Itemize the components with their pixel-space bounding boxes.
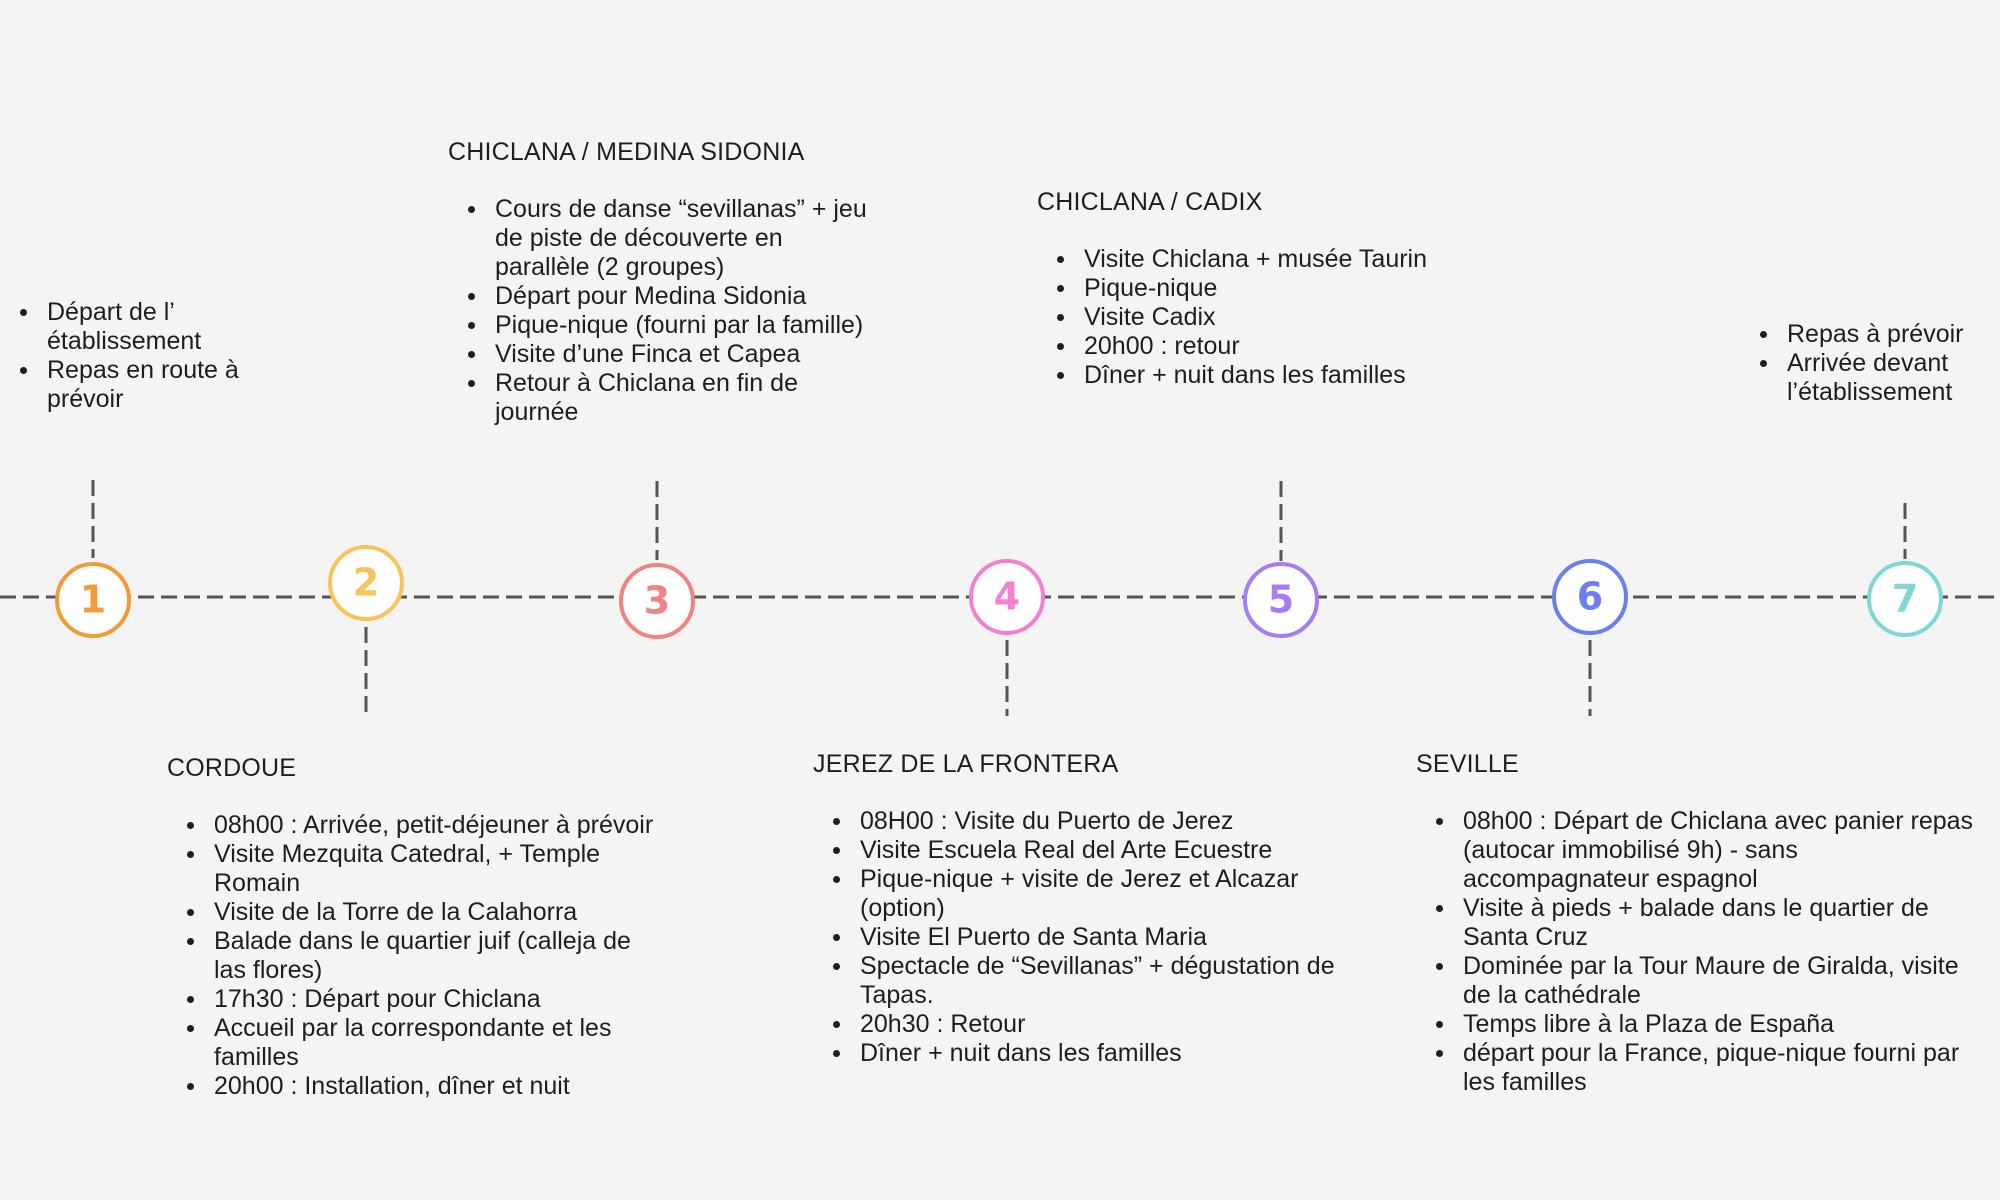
step-2-circle bbox=[328, 545, 404, 621]
step-5-title: CHICLANA / CADIX bbox=[1037, 188, 1263, 216]
step-7-item: Arrivée devant l’établissement bbox=[1760, 349, 1998, 407]
step-4-item: Pique-nique + visite de Jerez et Alcazar… bbox=[833, 865, 1373, 923]
step-4-list: 08H00 : Visite du Puerto de Jerez Visite… bbox=[813, 807, 1373, 1068]
step-6-item: départ pour la France, pique-nique fourn… bbox=[1436, 1039, 1986, 1097]
step-3-item: Retour à Chiclana en fin de journée bbox=[468, 369, 878, 427]
step-3-item: Visite d’une Finca et Capea bbox=[468, 340, 878, 369]
step-5-item: Visite Cadix bbox=[1057, 303, 1497, 332]
step-3-item: Cours de danse “sevillanas” + jeu de pis… bbox=[468, 195, 878, 282]
step-6-number: 6 bbox=[1577, 575, 1603, 619]
step-4-circle bbox=[969, 559, 1045, 635]
step-2-item: 08h00 : Arrivée, petit-déjeuner à prévoi… bbox=[187, 811, 662, 840]
step-6-title: SEVILLE bbox=[1416, 750, 1519, 778]
step-1-list: Départ de l’ établissement Repas en rout… bbox=[0, 298, 290, 414]
step-4-item: Visite El Puerto de Santa Maria bbox=[833, 923, 1373, 952]
step-4-title: JEREZ DE LA FRONTERA bbox=[813, 750, 1119, 778]
step-5-number: 5 bbox=[1268, 578, 1294, 622]
step-3-title: CHICLANA / MEDINA SIDONIA bbox=[448, 138, 805, 166]
step-6-item: Temps libre à la Plaza de España bbox=[1436, 1010, 1986, 1039]
step-3-item: Départ pour Medina Sidonia bbox=[468, 282, 878, 311]
step-5-item: Dîner + nuit dans les familles bbox=[1057, 361, 1497, 390]
step-5-item: Pique-nique bbox=[1057, 274, 1497, 303]
step-2-block: CORDOUE 08h00 : Arrivée, petit-déjeuner … bbox=[167, 754, 662, 1101]
step-6-item: Visite à pieds + balade dans le quartier… bbox=[1436, 894, 1986, 952]
step-2-item: Visite Mezquita Catedral, + Temple Romai… bbox=[187, 840, 662, 898]
step-5-block: CHICLANA / CADIX Visite Chiclana + musée… bbox=[1037, 188, 1497, 390]
step-5-circle bbox=[1243, 562, 1319, 638]
step-2-item: 17h30 : Départ pour Chiclana bbox=[187, 985, 662, 1014]
step-6-item: Dominée par la Tour Maure de Giralda, vi… bbox=[1436, 952, 1986, 1010]
step-5-item: 20h00 : retour bbox=[1057, 332, 1497, 361]
step-2-list: 08h00 : Arrivée, petit-déjeuner à prévoi… bbox=[167, 811, 662, 1101]
step-4-block: JEREZ DE LA FRONTERA 08H00 : Visite du P… bbox=[813, 750, 1373, 1068]
step-4-item: Visite Escuela Real del Arte Ecuestre bbox=[833, 836, 1373, 865]
step-2-item: Balade dans le quartier juif (calleja de… bbox=[187, 927, 662, 985]
step-3-number: 3 bbox=[644, 579, 670, 623]
step-1-item: Départ de l’ établissement bbox=[20, 298, 290, 356]
step-5-item: Visite Chiclana + musée Taurin bbox=[1057, 245, 1497, 274]
step-6-circle bbox=[1552, 559, 1628, 635]
step-2-number: 2 bbox=[353, 561, 379, 605]
step-3-item: Pique-nique (fourni par la famille) bbox=[468, 311, 878, 340]
step-4-item: Dîner + nuit dans les familles bbox=[833, 1039, 1373, 1068]
step-4-item: Spectacle de “Sevillanas” + dégustation … bbox=[833, 952, 1373, 1010]
step-7-block: Repas à prévoir Arrivée devant l’établis… bbox=[1740, 320, 1998, 407]
step-6-item: 08h00 : Départ de Chiclana avec panier r… bbox=[1436, 807, 1986, 894]
step-7-list: Repas à prévoir Arrivée devant l’établis… bbox=[1740, 320, 1998, 407]
step-2-item: 20h00 : Installation, dîner et nuit bbox=[187, 1072, 662, 1101]
step-1-item: Repas en route à prévoir bbox=[20, 356, 290, 414]
step-2-item: Accueil par la correspondante et les fam… bbox=[187, 1014, 662, 1072]
step-5-list: Visite Chiclana + musée Taurin Pique-niq… bbox=[1037, 245, 1497, 390]
step-4-item: 20h30 : Retour bbox=[833, 1010, 1373, 1039]
step-1-number: 1 bbox=[80, 578, 106, 622]
step-7-number: 7 bbox=[1892, 577, 1918, 621]
step-7-item: Repas à prévoir bbox=[1760, 320, 1998, 349]
step-3-circle bbox=[619, 563, 695, 639]
step-1-circle bbox=[55, 562, 131, 638]
step-2-title: CORDOUE bbox=[167, 754, 297, 782]
step-6-block: SEVILLE 08h00 : Départ de Chiclana avec … bbox=[1416, 750, 1986, 1097]
step-3-list: Cours de danse “sevillanas” + jeu de pis… bbox=[448, 195, 878, 427]
step-2-item: Visite de la Torre de la Calahorra bbox=[187, 898, 662, 927]
step-3-block: CHICLANA / MEDINA SIDONIA Cours de danse… bbox=[448, 138, 878, 427]
step-4-number: 4 bbox=[994, 575, 1020, 619]
step-7-circle bbox=[1867, 561, 1943, 637]
step-1-block: Départ de l’ établissement Repas en rout… bbox=[0, 298, 290, 414]
step-6-list: 08h00 : Départ de Chiclana avec panier r… bbox=[1416, 807, 1986, 1097]
step-4-item: 08H00 : Visite du Puerto de Jerez bbox=[833, 807, 1373, 836]
